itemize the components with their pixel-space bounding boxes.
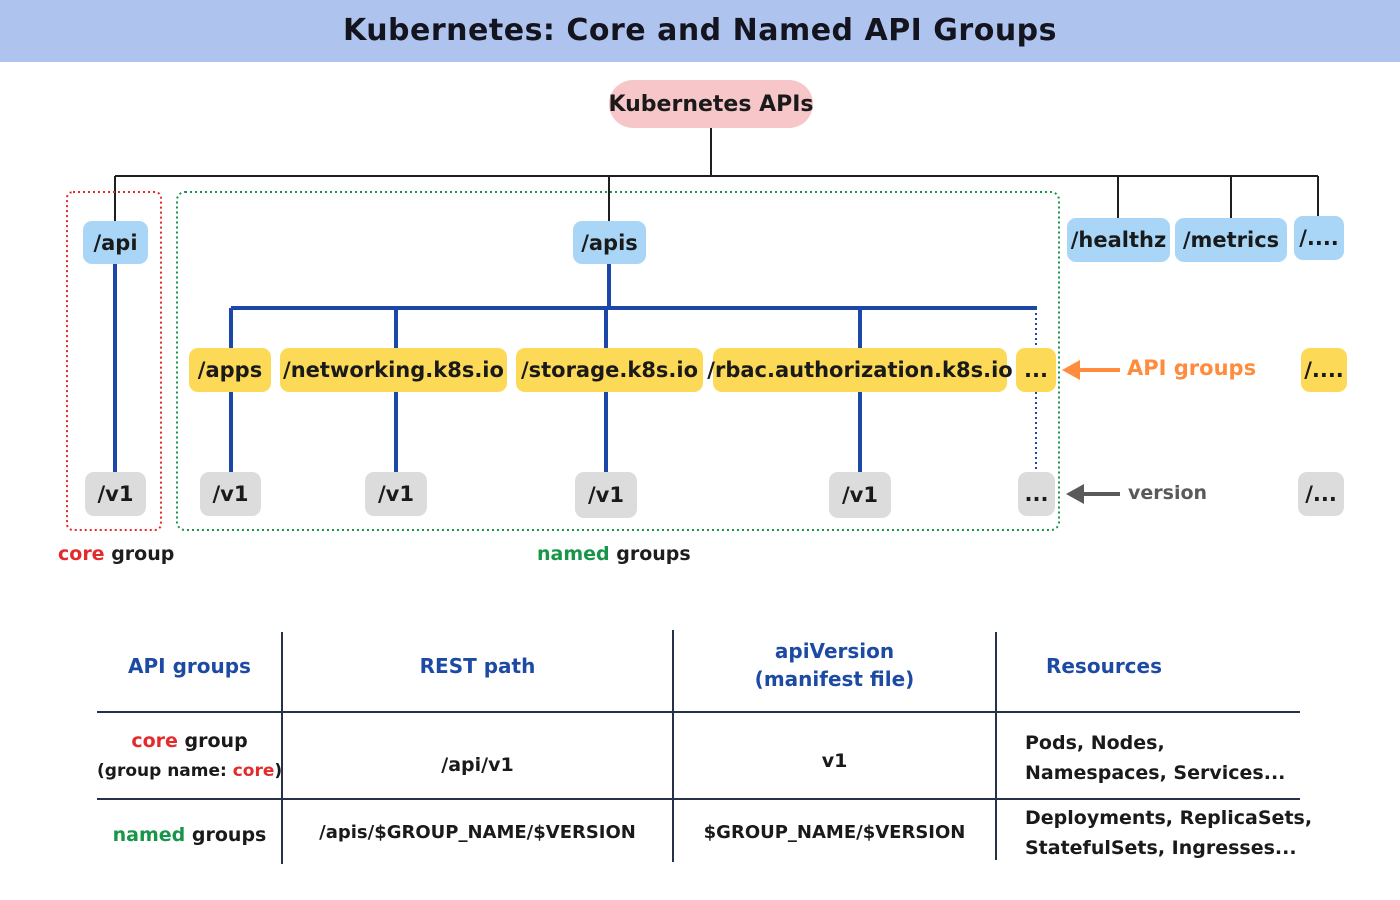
core-row-group-label: core group — [97, 726, 282, 756]
core-row-group-suffix: group — [177, 730, 248, 752]
rbac-v1-node: /v1 — [829, 472, 891, 518]
other-path-node: /.... — [1294, 216, 1344, 260]
metrics-path-node: /metrics — [1175, 218, 1287, 262]
kubernetes-apis-node: Kubernetes APIs — [608, 80, 814, 128]
core-word: core — [58, 543, 105, 565]
named-row-rest-path: /apis/$GROUP_NAME/$VERSION — [319, 822, 636, 843]
other-group-node: /.... — [1301, 348, 1347, 392]
core-row-resources: Pods, Nodes, Namespaces, Services... — [1025, 728, 1285, 788]
api-groups-arrow — [1062, 360, 1120, 380]
core-row-resources-line1: Pods, Nodes, — [1025, 732, 1165, 754]
core-row-name-suffix: ) — [274, 761, 283, 781]
core-suffix: group — [104, 543, 175, 565]
table-lines — [97, 630, 1300, 864]
api-path-node: /api — [83, 221, 148, 264]
core-row-name-value: core — [232, 761, 275, 781]
version-arrow — [1066, 484, 1120, 504]
named-row-api-version: $GROUP_NAME/$VERSION — [703, 822, 966, 843]
rbac-group-node: /rbac.authorization.k8s.io — [707, 348, 1013, 392]
header-api-version: apiVersion (manifest file) — [673, 637, 996, 693]
named-row-resources-line2: StatefulSets, Ingresses... — [1025, 837, 1297, 859]
apps-v1-node: /v1 — [200, 472, 261, 516]
core-row-group-word: core — [131, 730, 178, 752]
core-v1-node: /v1 — [85, 472, 146, 516]
named-row-resources-line1: Deployments, ReplicaSets, — [1025, 807, 1313, 829]
named-row-resources: Deployments, ReplicaSets, StatefulSets, … — [1025, 803, 1312, 863]
networking-group-node: /networking.k8s.io — [280, 348, 507, 392]
networking-v1-node: /v1 — [365, 472, 427, 516]
core-row-group: core group (group name: core) — [97, 726, 282, 786]
header-resources: Resources — [1045, 654, 1163, 678]
named-groups-box — [176, 191, 1060, 531]
header-rest-path: REST path — [419, 654, 536, 678]
core-row-group-name: (group name: core) — [97, 756, 282, 786]
named-row-group-word: named — [112, 824, 186, 846]
core-group-caption: core group — [58, 543, 174, 565]
more-groups-node: ... — [1016, 348, 1056, 392]
version-annotation: version — [1128, 482, 1208, 504]
header-api-version-line2: (manifest file) — [754, 667, 915, 691]
named-word: named — [537, 543, 610, 565]
other-version-node: /... — [1298, 472, 1344, 516]
group-tree-lines — [113, 263, 1037, 472]
storage-group-node: /storage.k8s.io — [516, 348, 703, 392]
apis-path-node: /apis — [573, 221, 646, 264]
named-suffix: groups — [609, 543, 691, 565]
named-row-group-suffix: groups — [185, 824, 267, 846]
header-api-groups: API groups — [128, 654, 251, 678]
more-versions-node: ... — [1018, 472, 1055, 516]
named-row-group: named groups — [97, 820, 282, 850]
core-row-api-version: v1 — [821, 750, 848, 772]
top-tree-lines — [114, 128, 1319, 222]
named-groups-caption: named groups — [537, 543, 691, 565]
core-group-box — [66, 191, 162, 531]
core-row-resources-line2: Namespaces, Services... — [1025, 762, 1286, 784]
api-groups-annotation: API groups — [1127, 356, 1257, 380]
core-row-rest-path: /api/v1 — [441, 754, 514, 776]
header-api-version-line1: apiVersion — [774, 639, 895, 663]
healthz-path-node: /healthz — [1067, 218, 1170, 262]
diagram-title: Kubernetes: Core and Named API Groups — [342, 13, 1058, 48]
apps-group-node: /apps — [189, 348, 271, 392]
title-bar — [0, 0, 1400, 62]
core-row-name-prefix: (group name: — [97, 761, 233, 781]
storage-v1-node: /v1 — [575, 472, 637, 518]
